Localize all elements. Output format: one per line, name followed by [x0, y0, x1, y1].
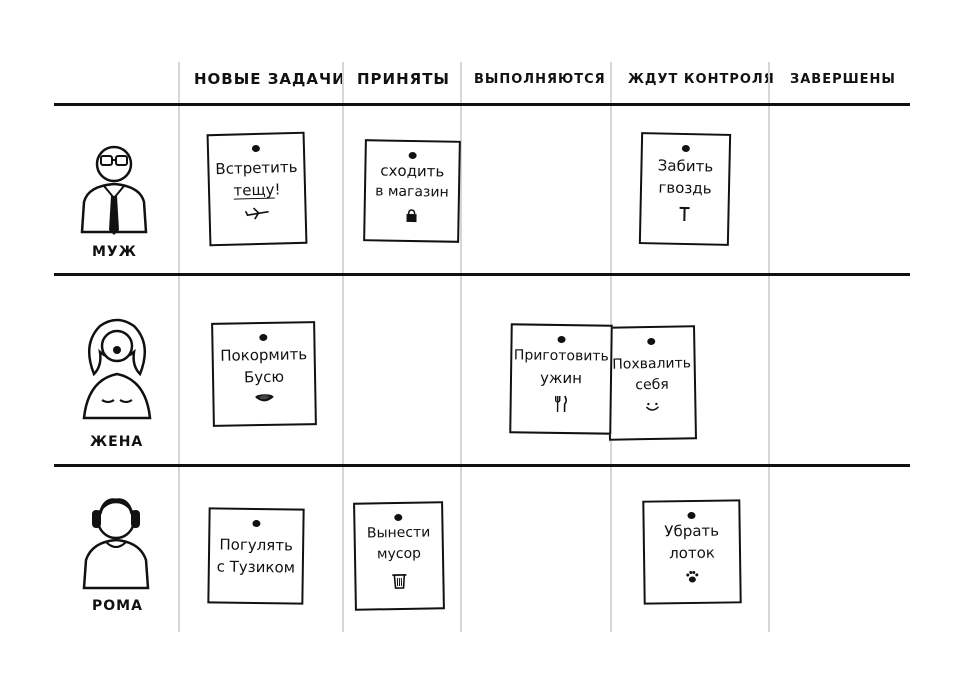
column-divider — [178, 62, 180, 632]
note-line1: Убрать — [664, 521, 720, 541]
column-header-new: новые задачи — [194, 70, 346, 88]
note-line2: тещу! — [233, 178, 281, 201]
sticky-note[interactable]: Убрать лоток — [642, 499, 742, 605]
note-line1: Покормить — [220, 345, 308, 365]
column-header-awaiting-review: ждут контроля — [628, 72, 775, 87]
sticky-note[interactable]: Забить гвоздь — [638, 132, 732, 246]
note-exclamation: ! — [274, 180, 281, 199]
note-line1: сходить — [380, 160, 445, 181]
note-line1: Похвалить — [612, 355, 692, 373]
boy-with-headphones-icon — [82, 498, 150, 590]
note-line1: Приготовить — [513, 346, 609, 365]
note-line1: Вынести — [366, 524, 431, 542]
woman-with-long-hair-icon — [82, 318, 152, 420]
pin-icon — [647, 337, 656, 346]
sticky-note[interactable]: Приготовить ужин — [509, 323, 613, 435]
sticky-note[interactable]: Погулять с Тузиком — [207, 507, 305, 605]
sticky-note[interactable]: сходить в магазин — [363, 139, 461, 243]
pin-icon — [259, 333, 268, 342]
pin-icon — [252, 519, 261, 528]
column-divider — [768, 62, 770, 632]
person-name-muzh: муж — [92, 244, 137, 260]
nail-icon — [679, 206, 690, 222]
pin-icon — [394, 513, 403, 522]
person-muzh — [74, 140, 174, 240]
smiley-icon — [645, 402, 659, 411]
pin-icon — [681, 144, 690, 153]
column-header-done: завершены — [790, 72, 896, 87]
column-header-in-progress: выполняются — [474, 72, 606, 87]
note-line2-text: тещу — [233, 180, 275, 200]
column-header-accepted: приняты — [357, 70, 450, 88]
note-line1: Встретить — [215, 157, 298, 179]
sticky-note[interactable]: Встретить тещу! — [206, 131, 308, 247]
pin-icon — [687, 511, 696, 520]
note-line2: себя — [635, 376, 669, 394]
fork-knife-icon — [555, 395, 568, 412]
trash-bin-icon — [392, 573, 407, 589]
person-name-zhena: жена — [90, 434, 144, 450]
note-line2: в магазин — [375, 182, 449, 201]
note-line1: Забить — [657, 156, 714, 176]
row-divider — [54, 273, 910, 276]
pin-icon — [557, 335, 566, 344]
column-divider — [342, 62, 344, 632]
sticky-note[interactable]: Покормить Бусю — [211, 321, 317, 427]
note-line2: с Тузиком — [216, 557, 296, 577]
pin-icon — [408, 151, 417, 160]
pin-icon — [251, 144, 261, 153]
shopping-bag-icon — [406, 208, 417, 222]
note-line2: лоток — [669, 543, 716, 563]
paw-icon — [686, 570, 699, 583]
note-line1: Погулять — [219, 535, 293, 555]
row-divider — [54, 103, 910, 106]
note-line2: Бусю — [243, 367, 285, 387]
person-name-roma: рома — [92, 598, 143, 614]
column-divider — [460, 62, 462, 632]
pet-bowl-icon — [255, 394, 274, 402]
row-divider — [54, 464, 910, 467]
sticky-note[interactable]: Вынести мусор — [353, 501, 445, 611]
person-zhena — [72, 314, 172, 424]
man-with-glasses-and-tie-icon — [80, 145, 148, 235]
person-roma — [76, 490, 176, 594]
sticky-note[interactable]: Похвалить себя — [607, 325, 697, 441]
note-line2: гвоздь — [658, 178, 712, 198]
note-line2: мусор — [376, 545, 422, 563]
airplane-icon — [244, 207, 269, 220]
note-line2: ужин — [539, 368, 583, 387]
